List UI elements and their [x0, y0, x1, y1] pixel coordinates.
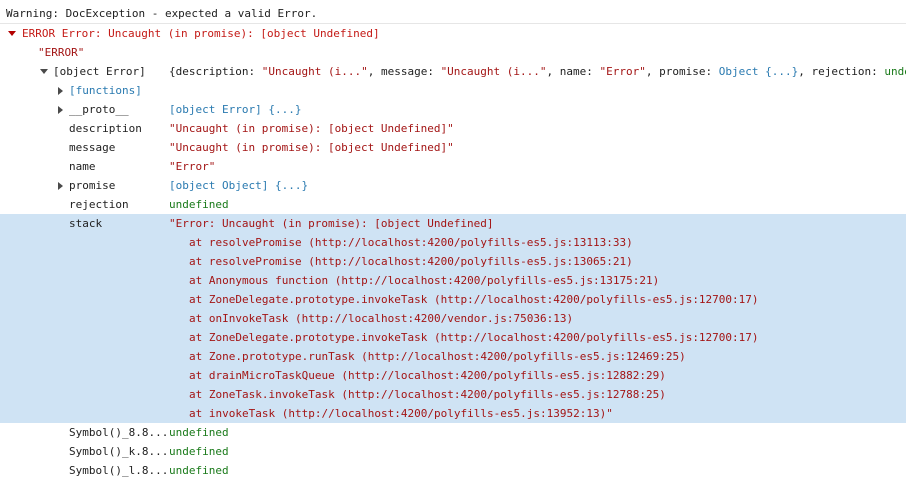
stack-row[interactable]: at Zone.prototype.runTask (http://localh… [0, 347, 906, 366]
description-row: description "Uncaught (in promise): [obj… [0, 119, 906, 138]
message-value: "Uncaught (in promise): [object Undefine… [169, 141, 454, 154]
rejection-key: rejection [69, 198, 129, 211]
expand-triangle-icon[interactable] [58, 106, 63, 114]
promise-row[interactable]: promise [object Object] {...} [0, 176, 906, 195]
error-header-text: ERROR Error: Uncaught (in promise): [obj… [22, 27, 380, 40]
symbol-row: Symbol()_k.8... undefined [0, 442, 906, 461]
stack-row[interactable]: stack "Error: Uncaught (in promise): [ob… [0, 214, 906, 233]
stack-line: at ZoneDelegate.prototype.invokeTask (ht… [189, 331, 759, 344]
stack-line: at invokeTask (http://localhost:4200/pol… [189, 407, 613, 420]
symbol-value: undefined [169, 445, 229, 458]
symbol-key: Symbol()_k.8... [69, 445, 169, 458]
symbol-row: Symbol()_l.8... undefined [0, 461, 906, 480]
proto-value: [object Error] {...} [169, 103, 302, 116]
stack-line: at drainMicroTaskQueue (http://localhost… [189, 369, 666, 382]
stack-key: stack [69, 217, 103, 230]
stack-row[interactable]: at resolvePromise (http://localhost:4200… [0, 252, 906, 271]
stack-row[interactable]: at ZoneTask.invokeTask (http://localhost… [0, 385, 906, 404]
stack-line: at onInvokeTask (http://localhost:4200/v… [189, 312, 574, 325]
promise-value: [object Object] {...} [169, 179, 309, 192]
message-row: message "Uncaught (in promise): [object … [0, 138, 906, 157]
stack-row[interactable]: at ZoneDelegate.prototype.invokeTask (ht… [0, 328, 906, 347]
stack-row[interactable]: at onInvokeTask (http://localhost:4200/v… [0, 309, 906, 328]
symbol-key: Symbol()_l.8... [69, 464, 169, 477]
promise-key: promise [69, 179, 116, 192]
stack-line: at Anonymous function (http://localhost:… [189, 274, 660, 287]
error-header-row[interactable]: ERROR Error: Uncaught (in promise): [obj… [0, 24, 906, 43]
object-error-row[interactable]: [object Error] {description: "Uncaught (… [0, 62, 906, 81]
name-row: name "Error" [0, 157, 906, 176]
expand-triangle-icon[interactable] [58, 182, 63, 190]
stack-row[interactable]: at drainMicroTaskQueue (http://localhost… [0, 366, 906, 385]
warning-text: Warning: DocException - expected a valid… [6, 7, 318, 20]
separator [0, 23, 906, 24]
functions-key: [functions] [69, 84, 142, 97]
object-error-key: [object Error] [53, 65, 146, 78]
rejection-value: undefined [169, 198, 229, 211]
functions-row[interactable]: [functions] [0, 81, 906, 100]
stack-line: at ZoneDelegate.prototype.invokeTask (ht… [189, 293, 759, 306]
description-key: description [69, 122, 142, 135]
proto-row[interactable]: __proto__ [object Error] {...} [0, 100, 906, 119]
expand-triangle-icon[interactable] [40, 69, 48, 74]
stack-line: at resolvePromise (http://localhost:4200… [189, 236, 633, 249]
description-value: "Uncaught (in promise): [object Undefine… [169, 122, 454, 135]
proto-key: __proto__ [69, 103, 129, 116]
symbol-value: undefined [169, 426, 229, 439]
expand-triangle-icon[interactable] [8, 31, 16, 36]
name-value: "Error" [169, 160, 216, 173]
stack-row[interactable]: at Anonymous function (http://localhost:… [0, 271, 906, 290]
stack-line: at ZoneTask.invokeTask (http://localhost… [189, 388, 666, 401]
warning-message: Warning: DocException - expected a valid… [0, 4, 906, 23]
expand-triangle-icon[interactable] [58, 87, 63, 95]
error-label: "ERROR" [38, 46, 85, 59]
rejection-row: rejection undefined [0, 195, 906, 214]
object-summary: {description: "Uncaught (i...", message:… [169, 65, 906, 78]
stack-line: at Zone.prototype.runTask (http://localh… [189, 350, 686, 363]
stack-row[interactable]: at ZoneDelegate.prototype.invokeTask (ht… [0, 290, 906, 309]
stack-row[interactable]: at invokeTask (http://localhost:4200/pol… [0, 404, 906, 423]
stack-line: at resolvePromise (http://localhost:4200… [189, 255, 633, 268]
symbol-row: Symbol()_8.8... undefined [0, 423, 906, 442]
symbol-key: Symbol()_8.8... [69, 426, 169, 439]
stack-line: "Error: Uncaught (in promise): [object U… [169, 217, 494, 230]
message-key: message [69, 141, 116, 154]
symbol-value: undefined [169, 464, 229, 477]
stack-row[interactable]: at resolvePromise (http://localhost:4200… [0, 233, 906, 252]
error-label-row: "ERROR" [0, 43, 906, 62]
name-key: name [69, 160, 96, 173]
